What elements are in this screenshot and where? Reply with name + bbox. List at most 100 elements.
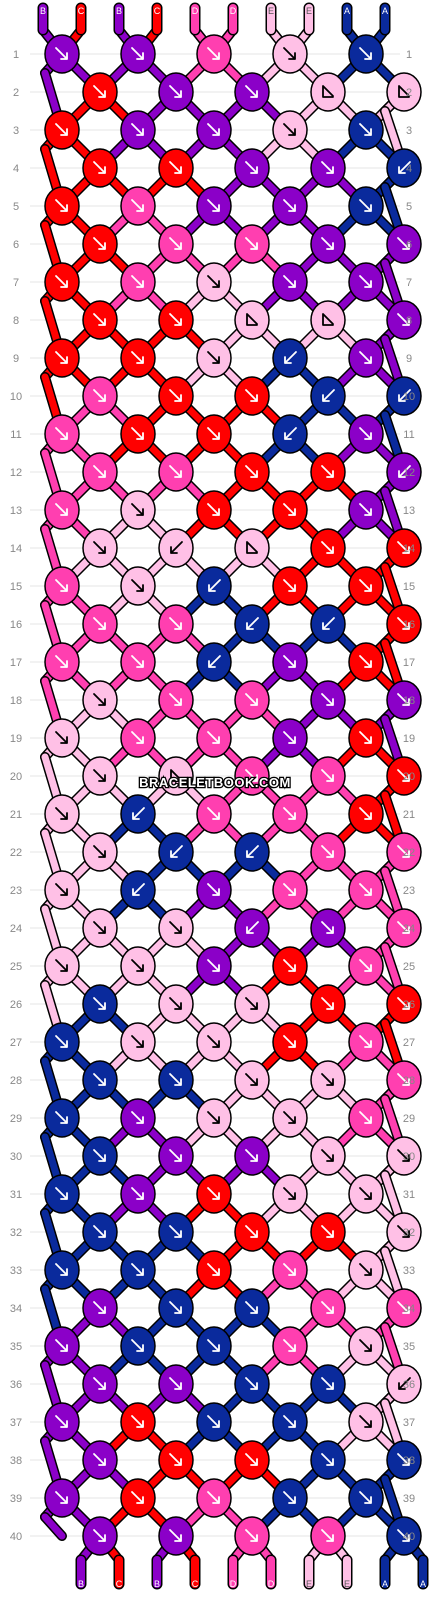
knot-arrow-icon bbox=[321, 1377, 334, 1390]
row-label-left: 22 bbox=[10, 847, 22, 859]
knot bbox=[234, 300, 270, 340]
row-label-right: 3 bbox=[406, 125, 412, 137]
row-label-left: 10 bbox=[10, 391, 22, 403]
knot bbox=[272, 1098, 308, 1138]
knot-arrow-icon bbox=[93, 237, 106, 250]
knot-arrow-icon bbox=[321, 845, 334, 858]
row-label-left: 8 bbox=[13, 315, 19, 327]
knot-arrow-icon bbox=[169, 693, 182, 706]
watermark: BRACELETBOOK.COM bbox=[139, 775, 291, 790]
knot-arrow-icon bbox=[55, 959, 68, 972]
knot bbox=[82, 1136, 118, 1176]
knot bbox=[120, 1402, 156, 1442]
knot bbox=[82, 300, 118, 340]
knot-arrow-icon bbox=[207, 1035, 220, 1048]
row-label-left: 16 bbox=[10, 619, 22, 631]
knot bbox=[386, 1440, 422, 1480]
knot bbox=[82, 756, 118, 796]
knot bbox=[196, 1478, 232, 1518]
knot-arrow-icon bbox=[131, 655, 144, 668]
knot-arrow-icon bbox=[283, 579, 296, 592]
row-label-left: 15 bbox=[10, 581, 22, 593]
knot-arrow-icon bbox=[131, 199, 144, 212]
knot bbox=[158, 224, 194, 264]
knot bbox=[348, 186, 384, 226]
knot bbox=[196, 1174, 232, 1214]
knot-arrow-icon bbox=[359, 1491, 372, 1504]
knot bbox=[196, 642, 232, 682]
knot-arrow-icon bbox=[359, 123, 372, 136]
knot-arrow-icon bbox=[169, 1225, 182, 1238]
row-label-right: 35 bbox=[403, 1341, 415, 1353]
knot bbox=[234, 908, 270, 948]
knot-arrow-icon bbox=[321, 997, 334, 1010]
knot bbox=[310, 756, 346, 796]
row-label-right: 36 bbox=[403, 1379, 415, 1391]
knot bbox=[44, 1326, 80, 1366]
row-label-left: 3 bbox=[13, 125, 19, 137]
knot bbox=[196, 110, 232, 150]
row-label-right: 12 bbox=[403, 467, 415, 479]
knot-arrow-icon bbox=[131, 1187, 144, 1200]
knot-arrow-icon bbox=[397, 1453, 410, 1466]
knot-arrow-icon bbox=[283, 47, 296, 60]
knot bbox=[310, 528, 346, 568]
knot bbox=[386, 72, 422, 112]
knot bbox=[234, 72, 270, 112]
knot-arrow-icon bbox=[283, 1187, 296, 1200]
row-label-right: 32 bbox=[403, 1227, 415, 1239]
knot bbox=[120, 338, 156, 378]
knot bbox=[272, 794, 308, 834]
knot-arrow-icon bbox=[131, 123, 144, 136]
knot-arrow-icon bbox=[169, 1301, 182, 1314]
knot-arrow-icon bbox=[93, 769, 106, 782]
knot-arrow-icon bbox=[93, 693, 106, 706]
row-label-right: 27 bbox=[403, 1037, 415, 1049]
knot-arrow-icon bbox=[131, 1111, 144, 1124]
knot bbox=[310, 300, 346, 340]
knot bbox=[272, 946, 308, 986]
knot bbox=[44, 338, 80, 378]
knot-arrow-icon bbox=[207, 807, 220, 820]
knot bbox=[386, 984, 422, 1024]
knot bbox=[44, 566, 80, 606]
knot bbox=[120, 642, 156, 682]
row-label-left: 14 bbox=[10, 543, 22, 555]
row-label-right: 23 bbox=[403, 885, 415, 897]
knot bbox=[120, 794, 156, 834]
knot-arrow-icon bbox=[93, 1301, 106, 1314]
knot bbox=[158, 1516, 194, 1556]
bottom-string-label: D bbox=[268, 1579, 275, 1589]
knot-arrow-icon bbox=[359, 1111, 372, 1124]
knot-arrow-icon bbox=[321, 237, 334, 250]
knot-arrow-icon bbox=[207, 47, 220, 60]
row-label-left: 37 bbox=[10, 1417, 22, 1429]
knot bbox=[44, 1022, 80, 1062]
knot-arrow-icon bbox=[169, 921, 182, 934]
row-label-right: 4 bbox=[406, 163, 412, 175]
knot-arrow-icon bbox=[55, 427, 68, 440]
knot bbox=[310, 1364, 346, 1404]
knot-arrow-icon bbox=[283, 883, 296, 896]
knot-arrow-icon bbox=[283, 1035, 296, 1048]
knot-arrow-icon bbox=[55, 1415, 68, 1428]
knot-arrow-icon bbox=[359, 883, 372, 896]
knot-arrow-icon bbox=[397, 617, 410, 630]
knot-arrow-icon bbox=[283, 655, 296, 668]
knot bbox=[348, 490, 384, 530]
knot-arrow-icon bbox=[246, 313, 258, 326]
row-label-left: 20 bbox=[10, 771, 22, 783]
knot bbox=[82, 680, 118, 720]
knot bbox=[44, 1098, 80, 1138]
knot bbox=[386, 300, 422, 340]
knot bbox=[82, 148, 118, 188]
knot bbox=[158, 1136, 194, 1176]
knot-arrow-icon bbox=[207, 731, 220, 744]
knot bbox=[196, 186, 232, 226]
knot bbox=[310, 1060, 346, 1100]
row-label-left: 21 bbox=[10, 809, 22, 821]
knot-arrow-icon bbox=[359, 731, 372, 744]
row-label-left: 33 bbox=[10, 1265, 22, 1277]
knot-arrow-icon bbox=[55, 1111, 68, 1124]
knot bbox=[348, 794, 384, 834]
